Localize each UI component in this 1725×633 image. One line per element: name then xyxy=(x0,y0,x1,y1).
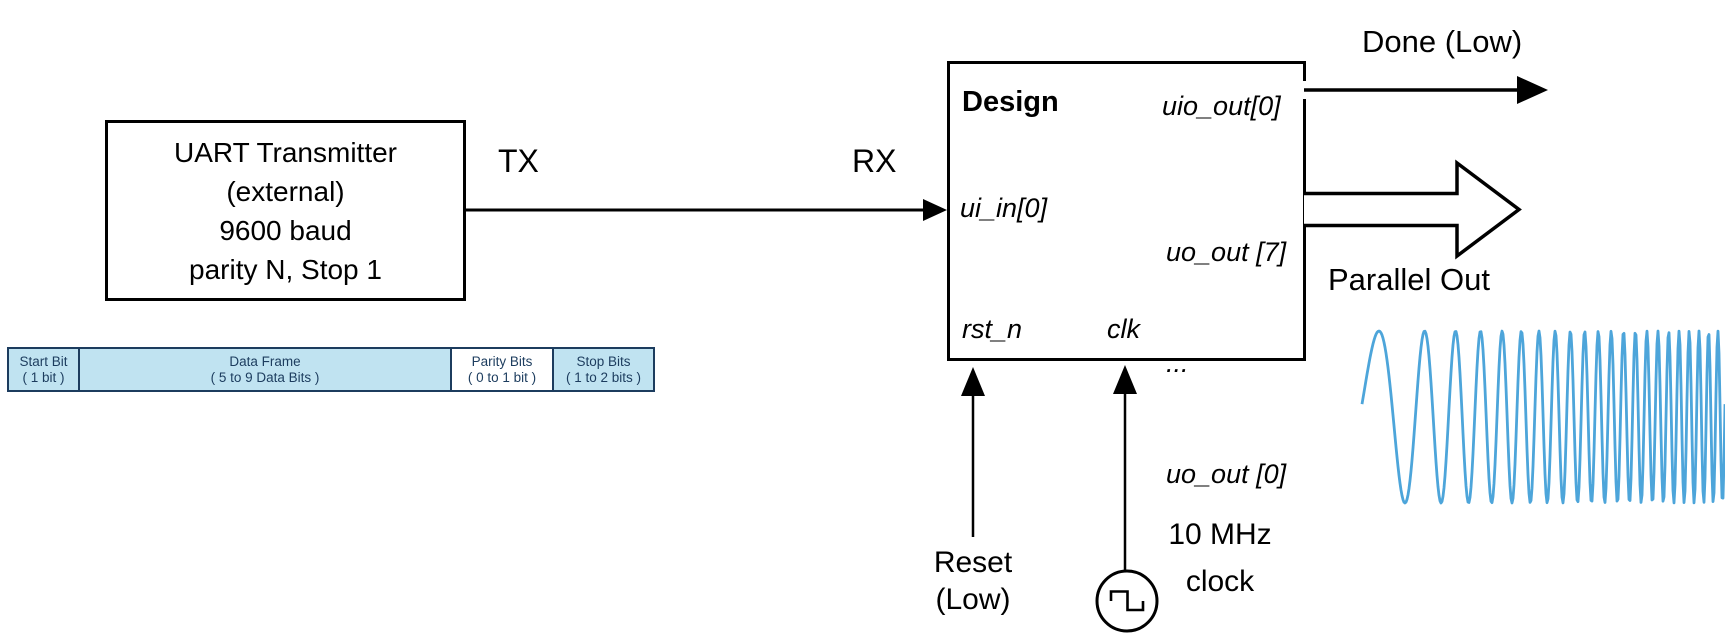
reset-annotation: Reset (Low) xyxy=(900,544,1046,618)
clk-arrow xyxy=(1113,365,1137,571)
uart-box-line-1: UART Transmitter xyxy=(173,136,397,168)
uart-box-line-4: parity N, Stop 1 xyxy=(189,253,382,285)
uart-transmitter-box: UART Transmitter (external) 9600 baud pa… xyxy=(105,120,466,301)
port-label-uo-out-group: uo_out [7] ... uo_out [0] xyxy=(1166,160,1286,567)
parallel-out-block-arrow xyxy=(1304,159,1522,260)
frame-cell-parity-bits: Parity Bits ( 0 to 1 bit ) xyxy=(450,349,552,390)
port-label-uo-out-msb: uo_out [7] xyxy=(1166,237,1287,267)
clock-annotation: 10 MHz clock xyxy=(1146,511,1294,605)
frame-cell-title: Data Frame xyxy=(229,353,301,369)
frame-cell-sub: ( 0 to 1 bit ) xyxy=(467,369,537,385)
clock-annotation-line-2: clock xyxy=(1185,565,1255,598)
uart-frame-format-bar: Start Bit ( 1 bit ) Data Frame ( 5 to 9 … xyxy=(7,347,655,392)
chirp-waveform xyxy=(1360,329,1725,505)
frame-cell-stop-bits: Stop Bits ( 1 to 2 bits ) xyxy=(552,349,653,390)
frame-cell-title: Start Bit xyxy=(19,353,68,369)
frame-cell-sub: ( 5 to 9 Data Bits ) xyxy=(210,369,320,385)
rx-wire-label: RX xyxy=(852,143,897,179)
tx-wire-label: TX xyxy=(498,143,539,179)
design-block-title: Design xyxy=(962,86,1059,118)
frame-cell-title: Parity Bits xyxy=(471,353,533,369)
parallel-out-label: Parallel Out xyxy=(1328,262,1490,297)
clock-annotation-line-1: 10 MHz xyxy=(1168,518,1272,551)
frame-cell-sub: ( 1 to 2 bits ) xyxy=(565,369,642,385)
port-label-rst-n: rst_n xyxy=(962,314,1023,344)
reset-arrow xyxy=(961,367,985,537)
port-label-uo-out-lsb: uo_out [0] xyxy=(1166,459,1287,489)
frame-cell-data-frame: Data Frame ( 5 to 9 Data Bits ) xyxy=(78,349,450,390)
frame-cell-title: Stop Bits xyxy=(576,353,631,369)
port-label-clk: clk xyxy=(1107,314,1140,344)
port-label-uo-out-ellipsis: ... xyxy=(1166,348,1189,378)
design-block: Design uio_out[0] ui_in[0] uo_out [7] ..… xyxy=(947,61,1306,489)
tx-rx-arrow xyxy=(463,199,947,221)
port-label-ui-in: ui_in[0] xyxy=(960,193,1048,223)
reset-annotation-line-1: Reset xyxy=(933,546,1013,579)
done-arrow xyxy=(1301,76,1548,104)
frame-cell-start-bit: Start Bit ( 1 bit ) xyxy=(9,349,78,390)
done-signal-label: Done (Low) xyxy=(1362,24,1523,59)
port-label-uio-out: uio_out[0] xyxy=(1162,91,1281,121)
uart-box-line-2: (external) xyxy=(226,175,345,207)
frame-cell-sub: ( 1 bit ) xyxy=(22,369,65,385)
uart-box-line-3: 9600 baud xyxy=(219,214,352,246)
reset-annotation-line-2: (Low) xyxy=(935,583,1011,616)
